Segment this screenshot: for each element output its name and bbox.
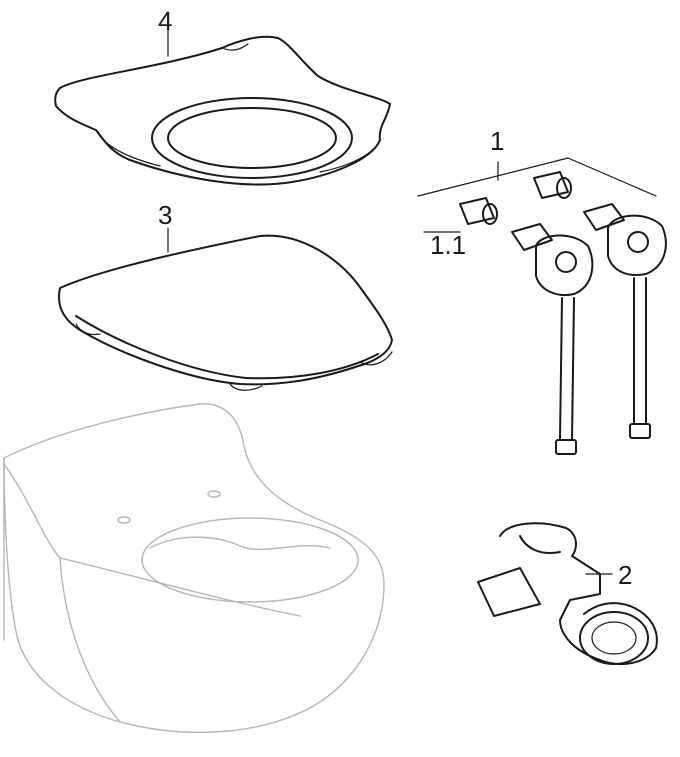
callout-1-1: 1.1 [430,230,467,260]
callout-3: 3 [158,200,173,230]
callout-4: 4 [158,6,173,36]
callout-1: 1 [490,126,505,156]
wall-plug-right [533,171,572,199]
fixing-bolt-right [583,203,667,439]
connector-fitting-illustration [477,522,658,665]
fixing-bolt-left [511,223,594,455]
callout-2: 2 [618,560,633,590]
fixing-set-illustration [417,157,667,455]
seat-ring-illustration [54,11,391,186]
seat-lid-illustration [58,227,393,391]
toilet-bowl-illustration [3,403,385,734]
wall-plug-left [459,197,498,225]
